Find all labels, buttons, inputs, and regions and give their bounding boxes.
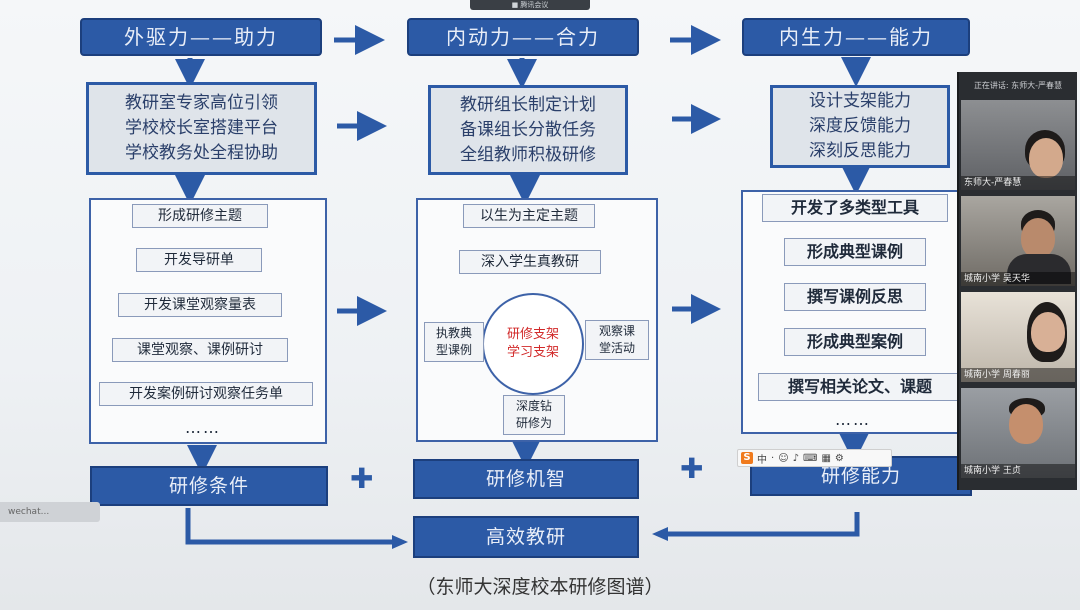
ime-toolbar[interactable]: S 中 · ☺ ♪ ⌨ ▦ ⚙ [737,449,892,467]
ime-item[interactable]: ⌨ [803,452,818,464]
step-item: 形成典型课例 [784,238,926,266]
step-item: 开发课堂观察量表 [118,293,282,317]
circle-line: 研修支架 [506,327,559,342]
step-item: 以生为主定主题 [463,204,595,228]
avatar-face [1031,312,1065,352]
speaking-indicator: 正在讲话: 东师大-严春慧 [973,81,1063,90]
ime-item[interactable]: ♪ [792,452,800,464]
step-item: 形成研修主题 [132,204,268,228]
ime-item[interactable]: · [771,452,775,464]
step-item: 开发导研单 [136,248,262,272]
header-internal-motivation: 内动力——合力 [407,18,639,56]
meeting-top-strip[interactable]: ■ 腾讯会议 [470,0,590,10]
plus-sign: ✚ [350,462,374,495]
step-item: 开发了多类型工具 [762,194,948,222]
avatar-face [1029,138,1063,178]
side-note-right: 观察课 堂活动 [585,320,649,360]
mid-line: 学校教务处全程协助 [125,143,278,163]
mid-line: 教研室专家高位引领 [125,93,278,113]
mid-line: 设计支架能力 [809,91,911,111]
ime-item[interactable]: 中 [757,454,767,466]
participant-tile[interactable]: 城南小学 吴天华 [961,196,1075,286]
step-item: 撰写相关论文、课题 [758,373,962,401]
mid-box-internal: 教研组长制定计划 备课组长分散任务 全组教师积极研修 [428,85,628,175]
participant-tile[interactable]: 城南小学 周春丽 [961,292,1075,382]
participant-name: 城南小学 吴天华 [961,272,1075,286]
step-item: 形成典型案例 [784,328,926,356]
circle-line: 学习支架 [506,345,559,360]
bar-research-conditions: 研修条件 [90,466,328,506]
bar-efficient-research: 高效教研 [413,516,639,558]
mid-box-generation: 设计支架能力 深度反馈能力 深刻反思能力 [770,85,950,168]
plus-sign: ✚ [680,452,704,485]
participant-name: 东师大-严春慧 [961,176,1075,190]
steps-box-external [89,198,327,444]
avatar-face [1021,218,1055,258]
avatar-shoulders [1007,254,1071,284]
ellipsis: …… [185,418,221,437]
left-notification-chip[interactable]: wechat... [0,502,100,522]
participant-tile[interactable]: 东师大-严春慧 [961,100,1075,190]
ime-item[interactable]: ▦ [821,452,831,464]
participant-name: 城南小学 王贞 [961,464,1075,478]
ime-item[interactable]: ⚙ [834,452,844,464]
step-item: 课堂观察、课例研讨 [112,338,288,362]
header-internal-generation: 内生力——能力 [742,18,970,56]
figure-caption: （东师大深度校本研修图谱） [416,576,664,598]
note-line: 执教典 [435,326,472,340]
side-note-bottom: 深度钻 研修为 [503,395,565,435]
sogou-logo-icon[interactable]: S [741,452,753,464]
step-item: 深入学生真教研 [459,250,601,274]
note-line: 堂活动 [598,341,635,355]
note-line: 型课例 [435,343,472,357]
note-line: 研修为 [515,416,552,430]
mid-line: 学校校长室搭建平台 [125,118,278,138]
mid-line: 深度反馈能力 [809,116,911,136]
avatar-face [1009,404,1043,444]
participant-tile[interactable]: 城南小学 王贞 [961,388,1075,478]
step-item: 开发案例研讨观察任务单 [99,382,313,406]
ime-item[interactable]: ☺ [778,452,789,464]
note-line: 观察课 [598,324,635,338]
mid-line: 全组教师积极研修 [460,144,596,165]
side-note-left: 执教典 型课例 [424,322,484,362]
step-item: 撰写课例反思 [784,283,926,311]
mid-line: 备课组长分散任务 [460,119,596,140]
participant-name: 城南小学 周春丽 [961,368,1075,382]
mid-box-external: 教研室专家高位引领 学校校长室搭建平台 学校教务处全程协助 [86,82,317,175]
note-line: 深度钻 [515,399,552,413]
scaffold-circle: 研修支架 学习支架 [482,293,584,395]
mid-line: 深刻反思能力 [809,141,911,161]
video-participants-panel: 正在讲话: 东师大-严春慧 东师大-严春慧 城南小学 吴天华 城南小学 周春丽 … [957,72,1077,490]
bar-research-wisdom: 研修机智 [413,459,639,499]
mid-line: 教研组长制定计划 [460,94,596,115]
header-external-drive: 外驱力——助力 [80,18,322,56]
ellipsis: …… [835,410,871,429]
